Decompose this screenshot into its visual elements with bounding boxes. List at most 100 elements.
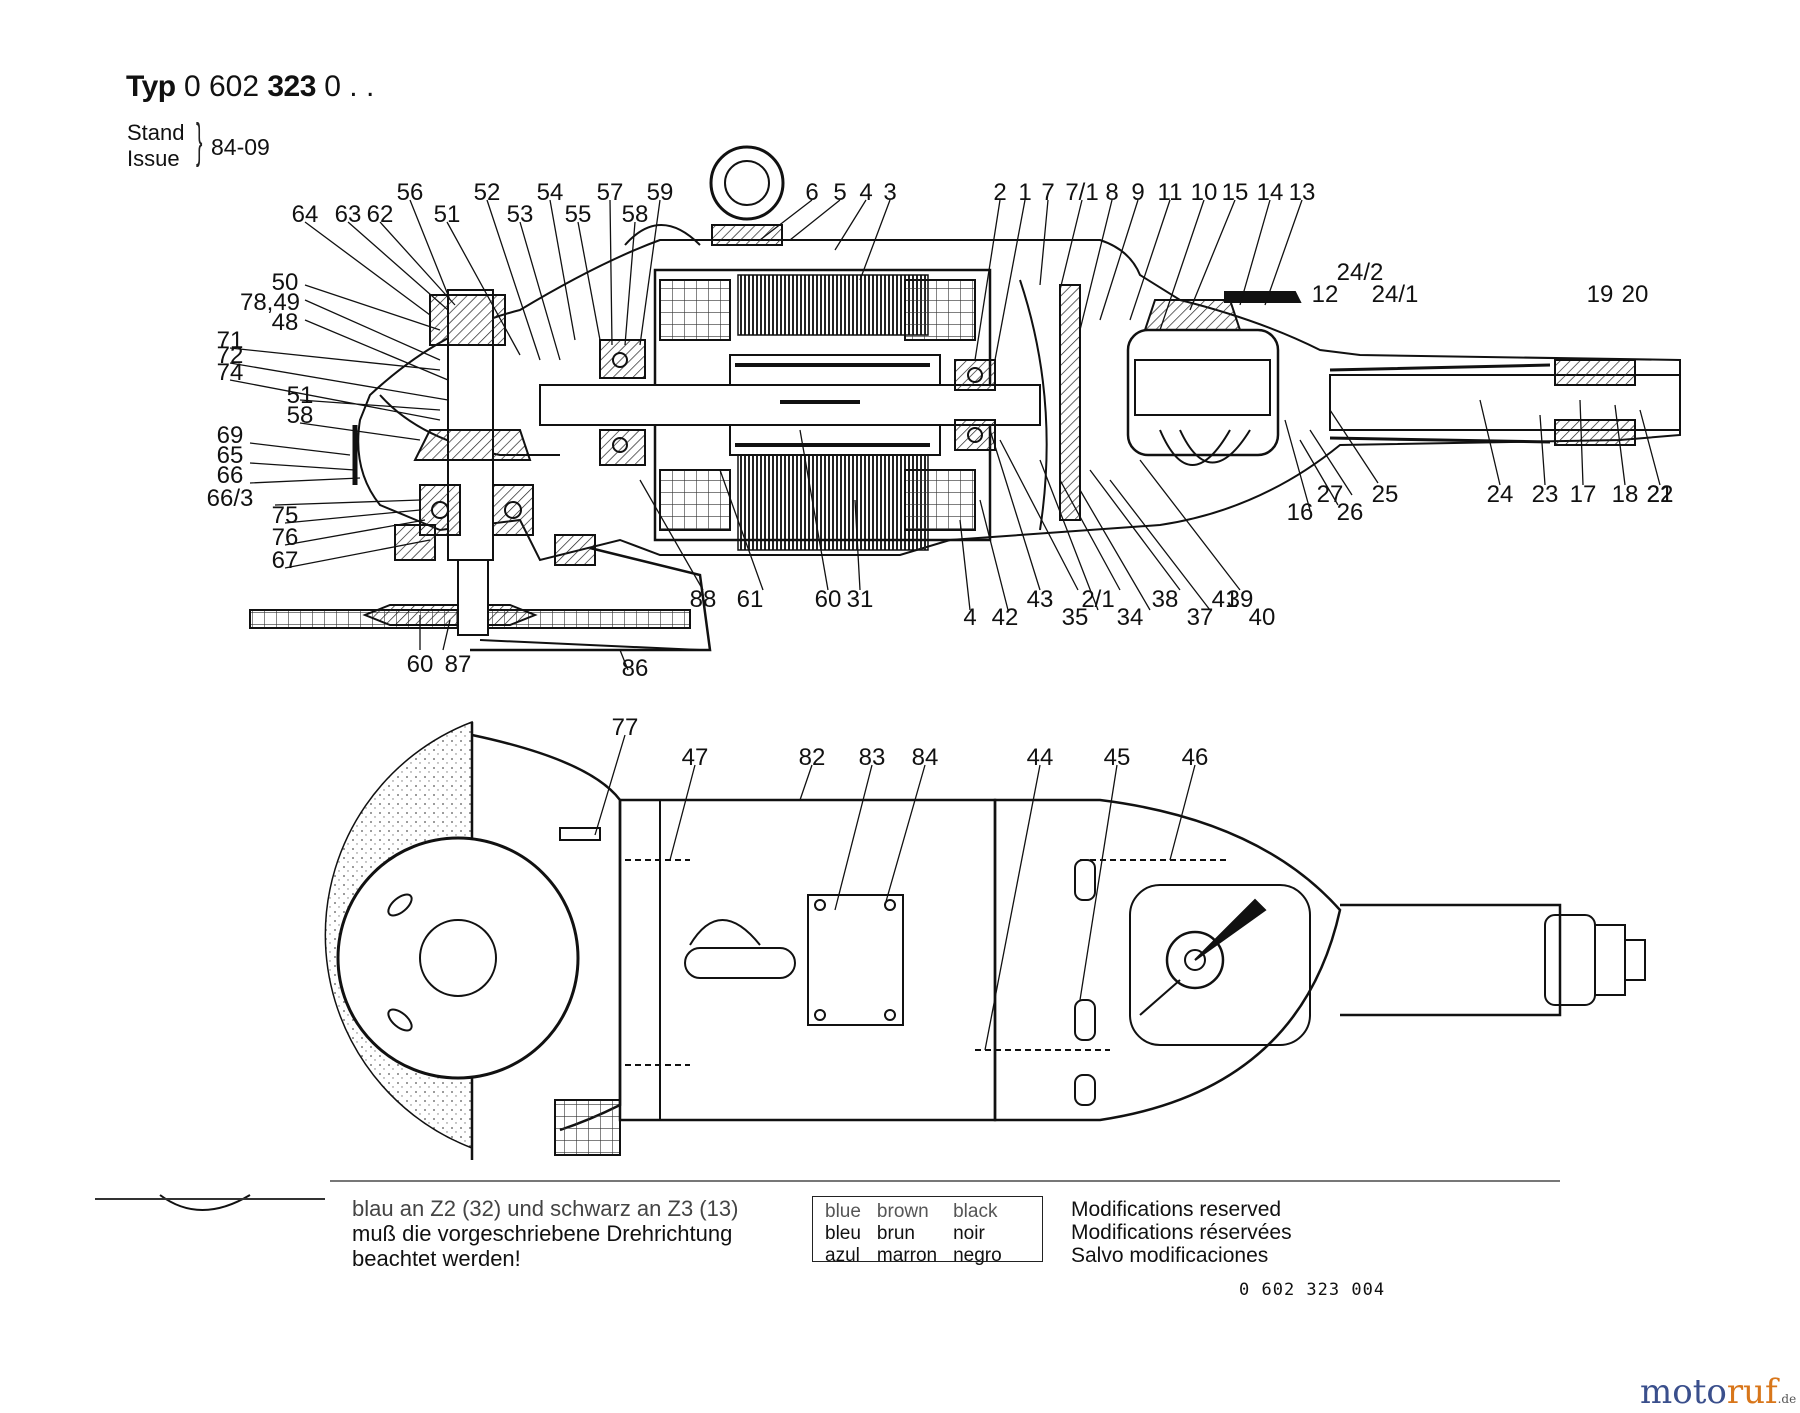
note-line-3: beachtet werden!	[352, 1246, 521, 1271]
callout-top-32: 50	[272, 269, 299, 296]
color-legend-box: blue brown black bleu brun noir azul mar…	[812, 1196, 1043, 1266]
color-cell: marron	[876, 1245, 938, 1266]
callout-top-56: 43	[1027, 586, 1054, 613]
eye-bolt-icon	[709, 145, 785, 221]
callout-bottom-3: 83	[859, 744, 886, 771]
callout-top-47: 60	[407, 651, 434, 678]
nameplate	[807, 894, 904, 1026]
rear-handle	[1340, 903, 1562, 1017]
scan-smear	[95, 1198, 325, 1200]
callout-top-7: 54	[537, 179, 564, 206]
callout-top-46: 67	[272, 547, 299, 574]
callout-top-12: 6	[805, 179, 818, 206]
leader-lines	[229, 199, 1661, 1051]
callout-top-65: 16	[1287, 499, 1314, 526]
callout-top-9: 57	[597, 179, 624, 206]
callout-top-25: 14	[1257, 179, 1284, 206]
callout-top-45: 76	[272, 524, 299, 551]
type-designation: Typ 0 602 323 0 . .	[126, 72, 374, 102]
callout-top-5: 52	[474, 179, 501, 206]
callout-top-19: 7/1	[1065, 179, 1098, 206]
callout-top-73: 21	[1647, 481, 1674, 508]
color-cell: azul	[825, 1245, 860, 1266]
callout-top-10: 58	[622, 201, 649, 228]
callout-top-15: 3	[883, 179, 896, 206]
callout-top-31: 20	[1622, 281, 1649, 308]
callout-top-27: 24/2	[1337, 259, 1384, 286]
color-cell: black	[953, 1201, 998, 1222]
watermark-logo[interactable]: motoruf.de	[1640, 1372, 1796, 1412]
stator-core	[737, 274, 929, 336]
callout-top-20: 8	[1105, 179, 1118, 206]
callout-top-16: 2	[993, 179, 1006, 206]
callout-top-58: 2/1	[1081, 586, 1114, 613]
logo-accent: ruf	[1726, 1372, 1778, 1412]
color-row: blue brown black	[825, 1202, 1018, 1224]
callout-top-28: 12	[1312, 281, 1339, 308]
callout-top-3: 56	[397, 179, 424, 206]
color-cell: brown	[876, 1201, 929, 1222]
callout-top-44: 75	[272, 502, 299, 529]
callout-top-37: 74	[217, 359, 244, 386]
issue-label: Issue	[127, 146, 180, 171]
issue-date: 84-09	[211, 134, 270, 160]
callout-top-51: 61	[737, 586, 764, 613]
callout-top-39: 58	[287, 402, 314, 429]
callout-top-36: 72	[217, 342, 244, 369]
callout-top-34: 48	[272, 309, 299, 336]
callout-top-38: 51	[287, 382, 314, 409]
callout-bottom-4: 84	[912, 744, 939, 771]
callout-bottom-5: 44	[1027, 744, 1054, 771]
callout-top-72: 18	[1612, 481, 1639, 508]
switch-knob-icon	[1165, 930, 1225, 990]
top-view	[324, 720, 1646, 1160]
callout-top-40: 69	[217, 422, 244, 449]
callout-bottom-1: 47	[682, 744, 709, 771]
wiring-note: blau an Z2 (32) und schwarz an Z3 (13) m…	[352, 1196, 738, 1271]
logo-tld: .de	[1777, 1392, 1797, 1406]
housing-outline	[357, 239, 1681, 562]
note-line-2: muß die vorgeschriebene Drehrichtung	[352, 1221, 733, 1246]
callout-bottom-0: 77	[612, 714, 639, 741]
callout-top-30: 19	[1587, 281, 1614, 308]
callout-top-14: 4	[859, 179, 872, 206]
color-cell: noir	[953, 1223, 985, 1244]
mod-line: Salvo modificaciones	[1071, 1244, 1269, 1267]
motor-shaft	[539, 384, 1041, 426]
callout-top-69: 24	[1487, 481, 1514, 508]
callout-top-49: 86	[622, 655, 649, 682]
callout-top-41: 65	[217, 442, 244, 469]
color-cell: blue	[825, 1201, 861, 1222]
callout-top-6: 53	[507, 201, 534, 228]
callout-top-18: 7	[1041, 179, 1054, 206]
callout-top-70: 23	[1532, 481, 1559, 508]
stand-label: Stand	[127, 120, 185, 145]
stand-issue-labels: Stand Issue	[127, 120, 185, 172]
callout-bottom-7: 46	[1182, 744, 1209, 771]
callout-bottom-6: 45	[1104, 744, 1131, 771]
mod-line: Modifications réservées	[1071, 1221, 1292, 1244]
callout-top-24: 15	[1222, 179, 1249, 206]
callout-top-21: 9	[1131, 179, 1144, 206]
callout-top-59: 34	[1117, 604, 1144, 631]
typ-num-c: 0 . .	[324, 70, 375, 103]
brace-glyph: }	[196, 115, 203, 168]
callout-top-35: 71	[217, 327, 244, 354]
callout-top-1: 63	[335, 201, 362, 228]
callout-top-17: 1	[1018, 179, 1031, 206]
callout-top-54: 4	[963, 604, 976, 631]
callout-top-29: 24/1	[1372, 281, 1419, 308]
callout-top-62: 39	[1227, 586, 1254, 613]
callout-top-43: 66/3	[207, 485, 254, 512]
callout-top-60: 38	[1152, 586, 1179, 613]
callout-top-67: 26	[1337, 499, 1364, 526]
wheel-guard	[470, 546, 712, 652]
callout-top-23: 10	[1191, 179, 1218, 206]
callout-top-50: 88	[690, 586, 717, 613]
callout-top-4: 51	[434, 201, 461, 228]
callout-top-63: 40	[1249, 604, 1276, 631]
color-cell: brun	[876, 1223, 915, 1244]
callout-top-57: 35	[1062, 604, 1089, 631]
